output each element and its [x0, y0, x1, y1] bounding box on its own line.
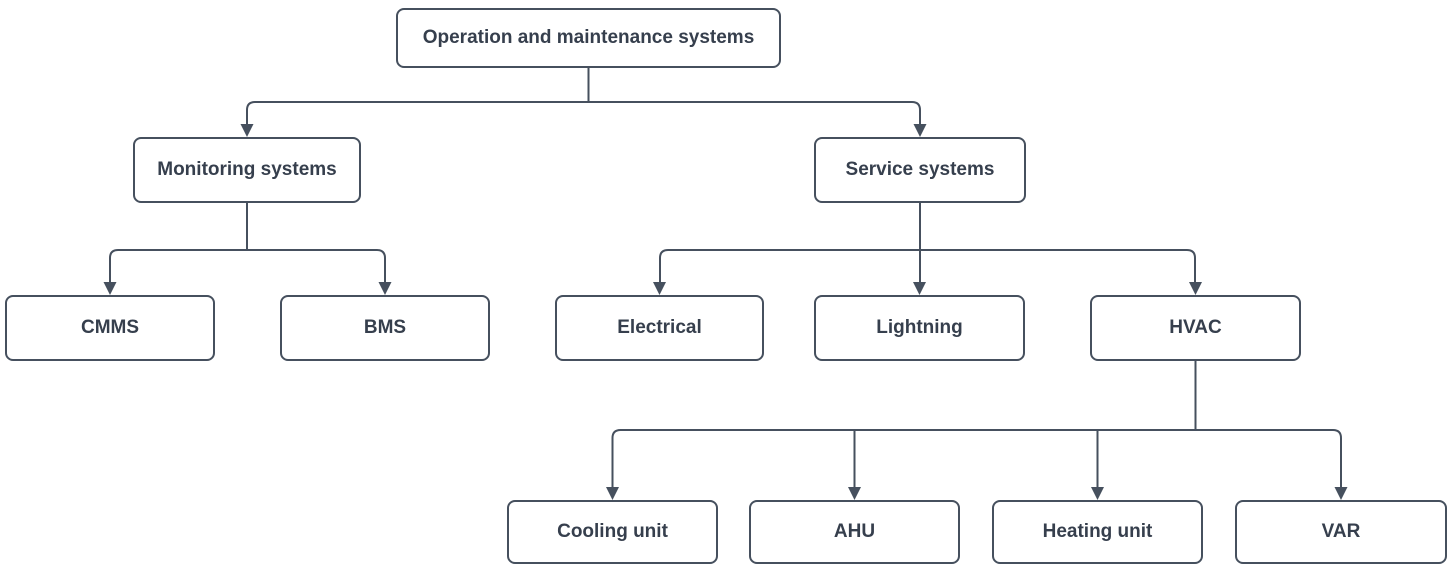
arrowhead-into-cooling-unit — [606, 487, 619, 500]
node-root: Operation and maintenance systems — [396, 8, 781, 68]
node-monitoring-systems: Monitoring systems — [133, 137, 361, 203]
arrowhead-into-bms — [378, 282, 392, 295]
connector-hvac-bus — [611, 429, 1342, 487]
node-var: VAR — [1235, 500, 1447, 564]
node-service-systems: Service systems — [814, 137, 1026, 203]
node-ahu: AHU — [749, 500, 960, 564]
node-cooling-unit: Cooling unit — [507, 500, 718, 564]
arrowhead-into-ahu — [848, 487, 861, 500]
node-electrical: Electrical — [555, 295, 764, 361]
node-heating-unit: Heating unit — [992, 500, 1203, 564]
arrowhead-into-monitoring — [240, 124, 254, 137]
node-bms: BMS — [280, 295, 490, 361]
node-hvac: HVAC — [1090, 295, 1301, 361]
arrowhead-into-lightning — [913, 282, 926, 295]
connector-root-bus — [246, 101, 921, 124]
connector-service-bus — [659, 249, 1196, 282]
node-cmms: CMMS — [5, 295, 215, 361]
arrowhead-into-hvac — [1189, 282, 1202, 295]
connector-monitoring-bus — [109, 249, 386, 282]
arrowhead-into-heating-unit — [1091, 487, 1104, 500]
arrowhead-into-cmms — [103, 282, 117, 295]
node-lightning: Lightning — [814, 295, 1025, 361]
arrowhead-into-electrical — [653, 282, 666, 295]
arrowhead-into-var — [1334, 487, 1348, 500]
arrowhead-into-service — [913, 124, 927, 137]
